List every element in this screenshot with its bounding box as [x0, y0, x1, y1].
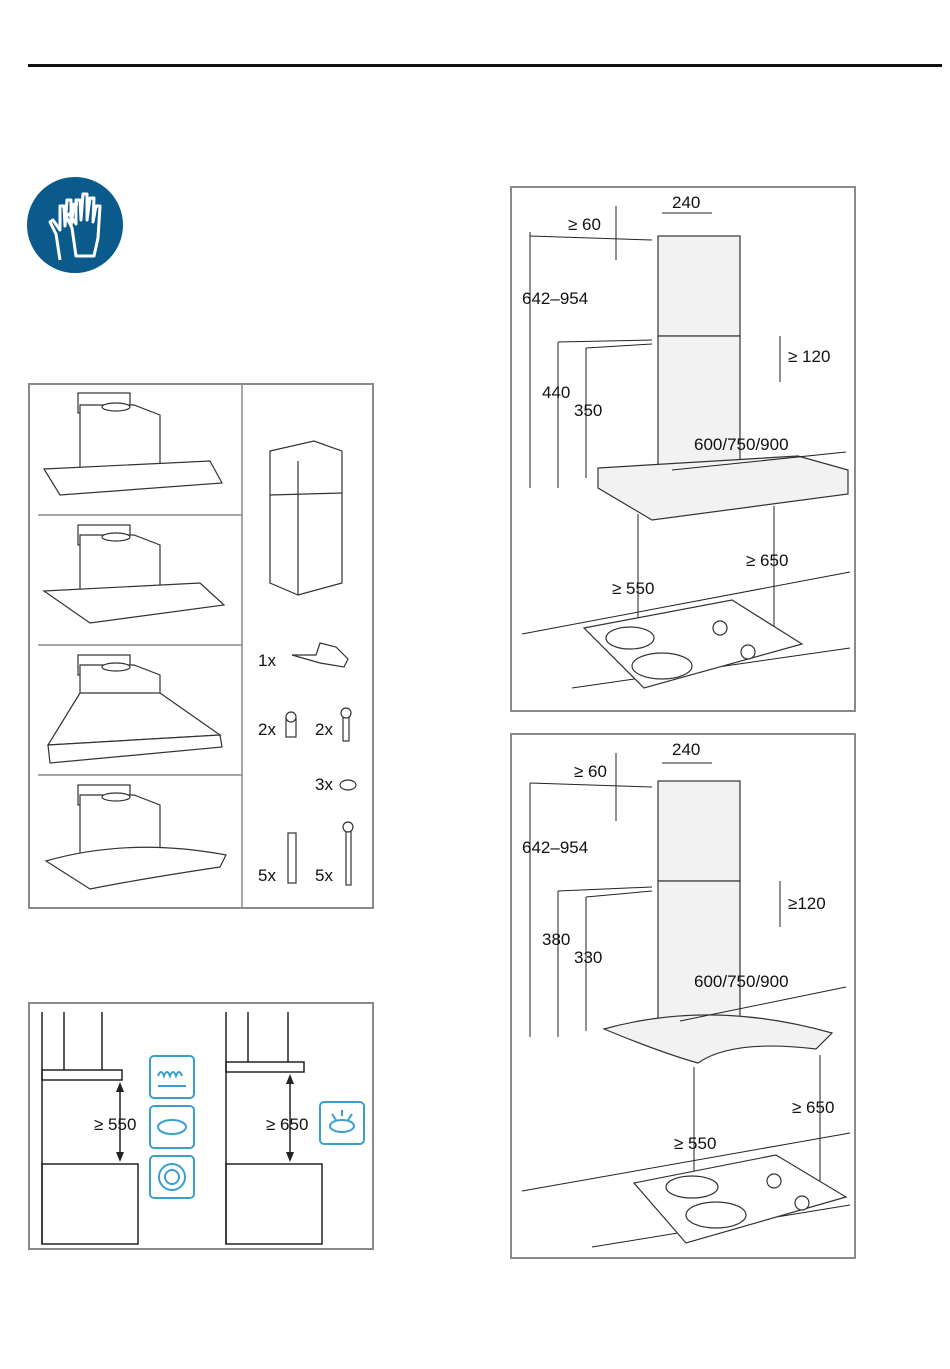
hood-variants-panel: 1x 2x 2x 3x 5x 5x [28, 383, 374, 909]
overlap-label: ≥120 [788, 894, 826, 913]
washer-count: 3x [315, 775, 333, 794]
overlap-label: ≥ 120 [788, 347, 830, 366]
hood-width-label: 600/750/900 [694, 972, 789, 991]
width-label: 240 [672, 740, 700, 759]
clearance-drawing: ≥ 550 ≥ 650 [30, 1004, 372, 1248]
clear-electric-label: ≥ 550 [674, 1134, 716, 1153]
width-label: 240 [672, 193, 700, 212]
clear-gas-label: ≥ 650 [792, 1098, 834, 1117]
clearance-panel: ≥ 550 ≥ 650 [28, 1002, 374, 1250]
bracket-count: 1x [258, 651, 276, 670]
min-top-label: ≥ 60 [574, 762, 607, 781]
installation-diagram-a: ≥ 60 240 642–954 ≥ 120 440 350 600/750/9… [510, 186, 856, 712]
clear-electric-label: ≥ 550 [612, 579, 654, 598]
long-screw-count: 5x [315, 866, 333, 885]
hood-width-label: 600/750/900 [694, 435, 789, 454]
clear-gas-label: ≥ 650 [746, 551, 788, 570]
diagram-b-drawing: ≥ 60 240 642–954 ≥120 380 330 600/750/90… [512, 735, 854, 1257]
height-range-label: 642–954 [522, 838, 588, 857]
short-screw-count: 2x [258, 720, 276, 739]
clearance-electric-label: ≥ 550 [94, 1115, 136, 1134]
height-1-label: 380 [542, 930, 570, 949]
hood-variants-drawing: 1x 2x 2x 3x 5x 5x [30, 385, 372, 907]
dowel-count: 5x [258, 866, 276, 885]
header-rule [28, 64, 942, 67]
height-2-label: 350 [574, 401, 602, 420]
height-1-label: 440 [542, 383, 570, 402]
diagram-a-drawing: ≥ 60 240 642–954 ≥ 120 440 350 600/750/9… [512, 188, 854, 710]
clearance-gas-label: ≥ 650 [266, 1115, 308, 1134]
protective-gloves-icon [26, 176, 124, 274]
mid-screw-count: 2x [315, 720, 333, 739]
min-top-label: ≥ 60 [568, 215, 601, 234]
height-range-label: 642–954 [522, 289, 588, 308]
installation-diagram-b: ≥ 60 240 642–954 ≥120 380 330 600/750/90… [510, 733, 856, 1259]
height-2-label: 330 [574, 948, 602, 967]
